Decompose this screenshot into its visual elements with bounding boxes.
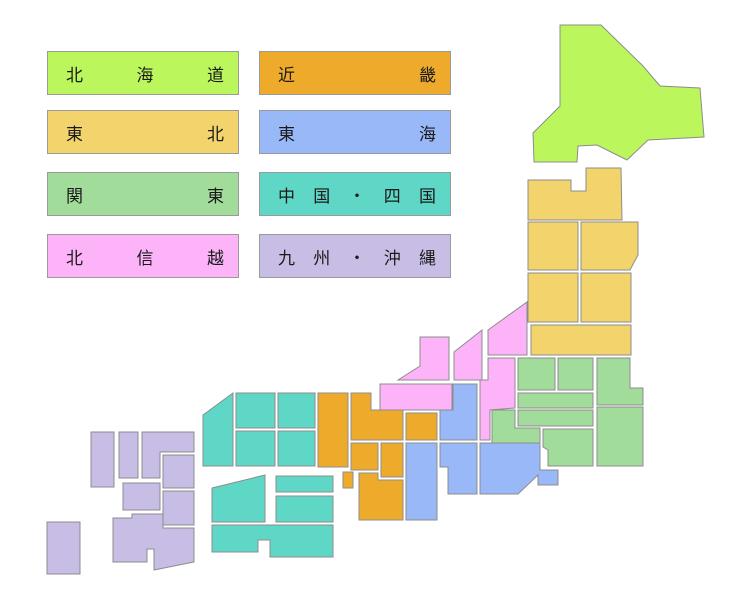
prefecture-iwate[interactable] (580, 221, 639, 271)
prefecture-tottori[interactable] (277, 392, 316, 429)
prefecture-shizuoka[interactable] (479, 442, 559, 495)
prefecture-ehime[interactable] (211, 474, 266, 523)
legend-button-kanto[interactable]: 関東 (47, 172, 239, 216)
prefecture-nara[interactable] (380, 442, 404, 478)
region-kanto (491, 357, 644, 467)
prefecture-hiroshima[interactable] (235, 430, 276, 467)
prefecture-aichi[interactable] (439, 442, 478, 495)
prefecture-miyagi[interactable] (580, 272, 632, 323)
legend-label-tohoku: 東北 (66, 124, 224, 145)
region-kyushu-okinawa (46, 431, 195, 575)
legend-button-chugoku-shikoku[interactable]: 中国・四国 (259, 172, 451, 216)
region-tohoku (527, 167, 639, 356)
legend-label-tokai: 東海 (278, 124, 436, 145)
prefecture-yamaguchi[interactable] (202, 392, 234, 467)
prefecture-gifu[interactable] (439, 383, 478, 441)
legend-label-kyushu-okinawa: 九州・沖縄 (278, 248, 436, 269)
region-kinki (317, 392, 438, 521)
prefecture-miyazaki[interactable] (162, 490, 195, 526)
region-hokkaido (532, 24, 705, 163)
prefecture-tokushima[interactable] (275, 495, 334, 523)
prefecture-gunma[interactable] (517, 357, 556, 391)
legend-button-hokkaido[interactable]: 北海道 (47, 51, 239, 95)
prefecture-shimane[interactable] (235, 392, 276, 429)
legend-label-hokkaido: 北海道 (66, 65, 224, 86)
prefecture-hokkaido[interactable] (532, 24, 705, 163)
legend-button-hokushinetsu[interactable]: 北信越 (47, 234, 239, 278)
prefecture-osaka[interactable] (350, 442, 379, 471)
prefecture-hyogo[interactable] (317, 392, 349, 468)
legend-button-kyushu-okinawa[interactable]: 九州・沖縄 (259, 234, 451, 278)
prefecture-okayama[interactable] (277, 430, 316, 467)
legend-label-chugoku-shikoku: 中国・四国 (278, 186, 436, 207)
prefecture-akita[interactable] (527, 221, 579, 271)
island-awaji[interactable] (342, 471, 354, 489)
prefecture-kanagawa[interactable] (542, 428, 594, 467)
region-tokai (405, 383, 559, 521)
prefecture-tochigi[interactable] (557, 357, 594, 391)
prefecture-wakayama[interactable] (358, 472, 404, 521)
prefecture-fukui[interactable] (379, 383, 453, 411)
prefecture-chiba[interactable] (596, 406, 644, 467)
prefecture-tokyo[interactable] (517, 409, 594, 427)
legend-button-tokai[interactable]: 東海 (259, 110, 451, 154)
prefecture-ibaraki[interactable] (596, 357, 644, 406)
prefecture-okinawa[interactable] (46, 521, 81, 575)
legend-label-hokushinetsu: 北信越 (66, 248, 224, 269)
prefecture-nagasaki[interactable] (90, 431, 115, 488)
prefecture-fukushima[interactable] (530, 324, 632, 356)
legend-label-kanto: 関東 (66, 186, 224, 207)
prefecture-kagawa[interactable] (275, 475, 334, 493)
prefecture-saga[interactable] (118, 431, 139, 479)
prefecture-aomori[interactable] (527, 167, 623, 221)
prefecture-kumamoto[interactable] (122, 482, 161, 511)
legend-button-tohoku[interactable]: 東北 (47, 110, 239, 154)
region-chugoku-shikoku (202, 392, 334, 558)
prefecture-mie[interactable] (405, 442, 438, 521)
prefecture-kyoto[interactable] (350, 392, 404, 441)
legend-label-kinki: 近畿 (278, 65, 436, 86)
prefecture-nagano[interactable] (479, 357, 516, 441)
legend-button-kinki[interactable]: 近畿 (259, 51, 451, 95)
region-hokushinetsu (379, 301, 528, 441)
prefecture-yamagata[interactable] (527, 272, 579, 323)
prefecture-toyama[interactable] (453, 328, 483, 381)
prefecture-kagoshima[interactable] (112, 513, 195, 571)
prefecture-ishikawa[interactable] (396, 336, 450, 381)
prefecture-shiga[interactable] (405, 412, 438, 441)
prefecture-niigata[interactable] (487, 301, 528, 356)
prefecture-oita[interactable] (162, 454, 195, 489)
prefecture-saitama[interactable] (517, 392, 594, 409)
prefecture-fukuoka[interactable] (141, 431, 195, 479)
prefecture-kochi[interactable] (211, 524, 334, 558)
